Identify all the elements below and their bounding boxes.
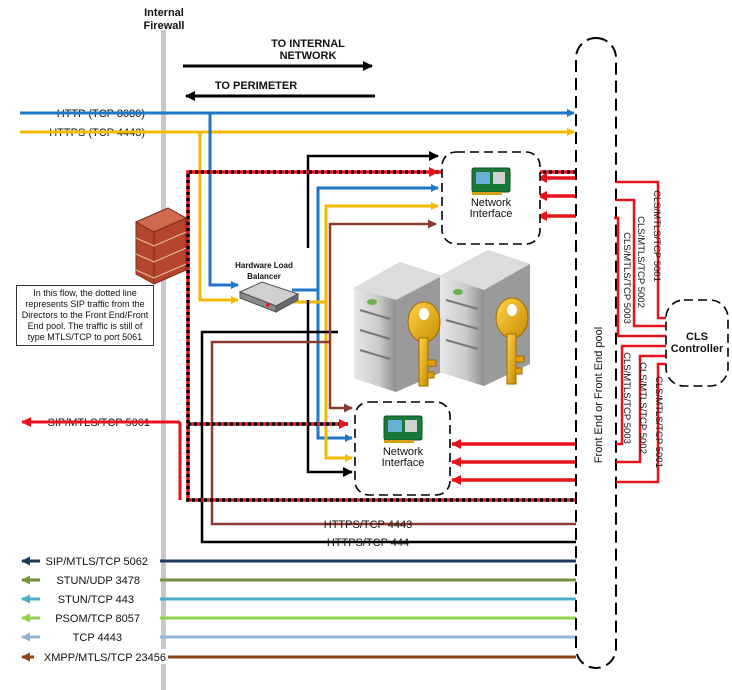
bottom-protocol-5: TCP 4443 <box>21 629 576 644</box>
cls-controller-line1: CLS <box>686 331 708 343</box>
https-4443-line <box>210 340 576 526</box>
bottom-label-bg-3 <box>40 591 160 606</box>
cls-line-5002-lower <box>616 354 666 464</box>
cls-5002-lower-label: CLS/MTLS/TCP 5002 <box>637 362 648 454</box>
lb-blue-upper <box>292 184 439 292</box>
bottom-label-3: STUN/TCP 443 <box>58 594 134 606</box>
nic-lower-box <box>354 401 451 496</box>
to-internal-line1: TO INTERNAL <box>271 38 345 50</box>
lb-yellow-lower <box>324 302 353 462</box>
firewall-title-line2: Firewall <box>144 20 185 32</box>
server-2-led <box>453 289 463 295</box>
cls-line-5003-upper <box>614 216 666 338</box>
brick-wall-icon <box>134 207 188 285</box>
nic-lower-label-2: Interface <box>382 457 425 469</box>
https-444-label: HTTPS/TCP 444 <box>327 537 409 549</box>
hardware-load-balancer: Hardware Load Balancer <box>235 261 300 313</box>
bottom-label-bg-5 <box>40 629 160 644</box>
cls-5001-upper-label: CLS/MTLS/TCP 5001 <box>651 190 662 282</box>
server-2-vents <box>445 299 479 350</box>
front-end-pool-label: Front End or Front End pool <box>593 327 605 463</box>
nic-lower-card-icon <box>383 415 423 443</box>
front-end-pool-box <box>575 37 617 669</box>
firewall-title-line1: Internal <box>144 7 184 19</box>
brown-upper <box>328 219 437 342</box>
server-2-front <box>440 276 484 386</box>
nic-upper-card-icon <box>471 167 511 195</box>
cls-5001-lower-label: CLS/MTLS/TCP 5001 <box>653 376 664 468</box>
bottom-label-5: TCP 4443 <box>73 632 122 644</box>
lb-label-line2: Balancer <box>247 272 281 281</box>
https-444-line <box>200 330 576 544</box>
nic-upper-label-2: Interface <box>470 208 513 220</box>
cls-line-5001-lower <box>616 362 666 484</box>
server-2-top <box>440 250 530 290</box>
bottom-label-4: PSOM/TCP 8057 <box>55 613 140 625</box>
bottom-label-bg-4 <box>40 610 160 625</box>
key-1-icon <box>407 301 441 387</box>
cls-line-5002-upper <box>616 198 666 328</box>
firewall-line <box>161 30 166 690</box>
server-1-front <box>354 288 396 392</box>
bottom-label-2: STUN/UDP 3478 <box>56 575 140 587</box>
sip-flow-note: In this flow, the dotted line represents… <box>16 285 154 346</box>
bottom-protocol-6: XMPP/MTLS/TCP 23456 <box>21 649 576 664</box>
brick-wall-top <box>134 207 188 233</box>
cls-controller-line2: Controller <box>671 343 724 355</box>
lb-led <box>266 303 270 307</box>
bottom-label-bg-1 <box>40 553 160 568</box>
key-2-shaft <box>506 333 517 385</box>
key-2-teeth <box>516 355 525 375</box>
https-to-lb <box>198 132 239 304</box>
key-2-icon <box>495 297 529 385</box>
nic-lower-chip2 <box>405 420 417 432</box>
http-to-lb <box>208 113 239 289</box>
bottom-label-1: SIP/MTLS/TCP 5062 <box>45 556 148 568</box>
bottom-protocol-4: PSOM/TCP 8057 <box>21 610 576 625</box>
cls-line-5003-lower <box>616 344 666 446</box>
bottom-label-6: XMPP/MTLS/TCP 23456 <box>44 652 166 664</box>
nic-lower-pins <box>384 440 414 443</box>
nic-upper-box <box>441 151 541 245</box>
nic-upper-label-1: Network <box>471 197 512 209</box>
nic-lower-chip <box>388 420 402 432</box>
lb-device-side <box>275 293 299 313</box>
bottom-protocol-1: SIP/MTLS/TCP 5062 <box>21 553 576 568</box>
server-1-top <box>354 262 442 300</box>
nic-upper-chip <box>476 172 490 184</box>
black-lower-a <box>306 300 353 477</box>
key-2-hole <box>507 304 517 316</box>
black-upper-a <box>306 151 439 248</box>
bottom-protocol-2: STUN/UDP 3478 <box>21 572 576 587</box>
server-1-led <box>367 299 377 305</box>
key-1-hole <box>419 308 429 320</box>
cls-5003-lower-label: CLS/MTLS/TCP 5003 <box>621 352 632 444</box>
brick-wall-mortar <box>135 231 187 279</box>
nic-upper-pins <box>472 192 502 195</box>
lb-label-line1: Hardware Load <box>235 261 293 270</box>
key-1-teeth <box>428 359 437 379</box>
cls-5002-upper-label: CLS/MTLS/TCP 5002 <box>635 216 646 308</box>
bottom-protocol-3: STUN/TCP 443 <box>21 591 576 606</box>
cls-controller-box <box>665 299 729 387</box>
server-1-vents <box>359 309 391 360</box>
to-perimeter-label: TO PERIMETER <box>215 80 297 92</box>
cls-line-5001-upper <box>616 180 666 320</box>
nic-upper-chip2 <box>493 172 505 184</box>
nic-lower-label-1: Network <box>383 446 424 458</box>
lb-blue-lower <box>316 290 353 442</box>
bottom-label-bg-6 <box>34 649 168 664</box>
https-4443-label: HTTPS/TCP 4443 <box>324 519 412 531</box>
key-1-shaft <box>418 337 429 387</box>
cls-5003-upper-label: CLS/MTLS/TCP 5003 <box>621 232 632 324</box>
to-internal-line2: NETWORK <box>280 50 337 62</box>
bottom-label-bg-2 <box>40 572 160 587</box>
